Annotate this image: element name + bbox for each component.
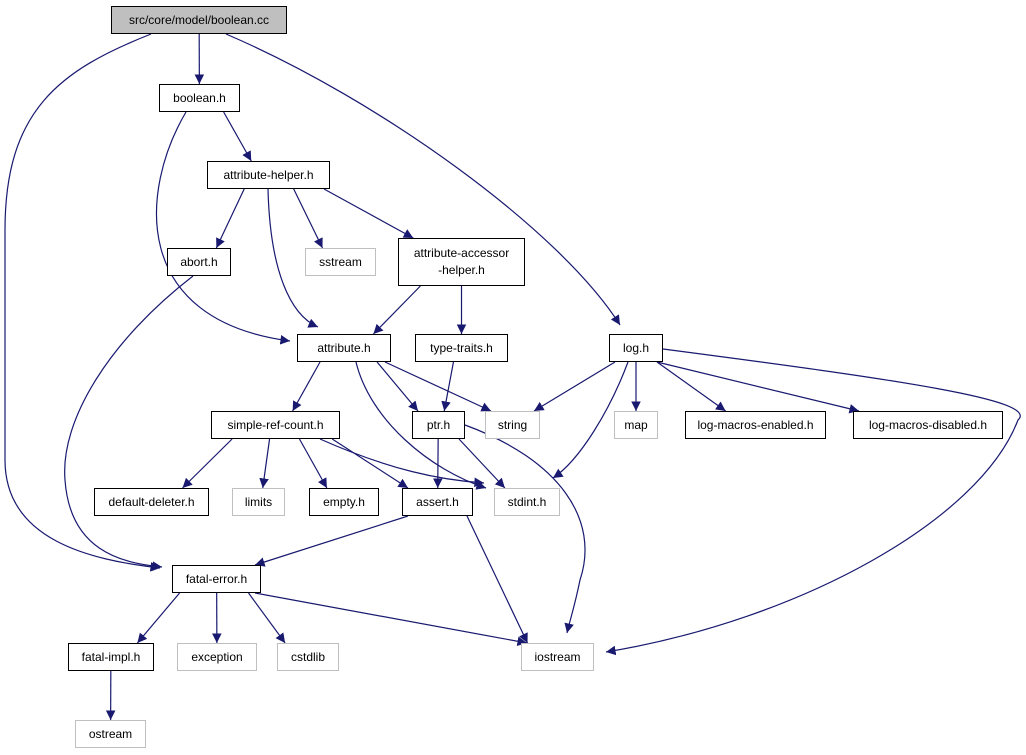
node-label: simple-ref-count.h xyxy=(227,417,324,432)
edge-assert-h-to-fatal-error-h xyxy=(254,515,409,567)
node-assert-h[interactable]: assert.h xyxy=(402,488,473,516)
edge-attribute-h-to-stdint-h xyxy=(355,361,487,490)
node-label: src/core/model/boolean.cc xyxy=(128,12,270,27)
edge-fatal-error-h-to-cstdlib xyxy=(248,592,286,644)
node-label: cstdlib xyxy=(290,649,325,664)
node-label: limits xyxy=(244,494,273,509)
node-stdint-h: stdint.h xyxy=(494,488,560,516)
node-string: string xyxy=(485,411,540,439)
edge-simple-ref-count-h-to-empty-h xyxy=(298,438,328,489)
node-boolean-h[interactable]: boolean.h xyxy=(159,84,240,112)
node-label: sstream xyxy=(319,254,362,269)
node-simple-ref-count-h[interactable]: simple-ref-count.h xyxy=(211,411,340,439)
node-attribute-h[interactable]: attribute.h xyxy=(297,334,391,362)
edge-ptr-h-to-iostream xyxy=(464,424,586,634)
edge-log-h-to-log-macros-disabled-h xyxy=(656,361,860,414)
node-type-traits-h[interactable]: type-traits.h xyxy=(415,334,508,362)
edge-log-h-to-string xyxy=(533,361,616,412)
edge-simple-ref-count-h-to-assert-h xyxy=(331,438,409,489)
edge-fatal-error-h-to-iostream xyxy=(254,592,528,646)
node-fatal-error-h[interactable]: fatal-error.h xyxy=(172,565,261,593)
node-label: empty.h xyxy=(323,494,365,509)
edge-boolean-cc-to-log-h xyxy=(225,33,621,326)
edge-attribute-accessor-helper-h-to-attribute-h xyxy=(372,285,421,335)
node-log-h[interactable]: log.h xyxy=(609,334,663,362)
edge-simple-ref-count-h-to-default-deleter-h xyxy=(182,438,233,489)
node-ptr-h[interactable]: ptr.h xyxy=(412,411,465,439)
node-label: log.h xyxy=(622,340,650,355)
node-label: log-macros-enabled.h xyxy=(697,417,814,432)
edge-simple-ref-count-h-to-stdint-h xyxy=(319,438,485,488)
edge-attribute-helper-h-to-sstream xyxy=(293,188,324,249)
node-map: map xyxy=(614,411,658,439)
edge-type-traits-h-to-ptr-h xyxy=(441,361,455,412)
node-label: attribute.h xyxy=(317,340,371,355)
node-exception: exception xyxy=(177,643,257,671)
node-fatal-impl-h[interactable]: fatal-impl.h xyxy=(68,643,154,671)
node-label: ptr.h xyxy=(426,417,451,432)
edge-log-h-to-log-macros-enabled-h xyxy=(656,361,726,412)
node-label: fatal-error.h xyxy=(185,571,248,586)
edge-attribute-h-to-ptr-h xyxy=(376,361,419,412)
edge-attribute-helper-h-to-attribute-h xyxy=(267,188,319,328)
node-iostream: iostream xyxy=(521,643,594,671)
node-label: log-macros-disabled.h xyxy=(868,417,988,432)
edge-boolean-cc-to-fatal-error-h xyxy=(4,33,161,572)
node-log-macros-disabled-h[interactable]: log-macros-disabled.h xyxy=(853,411,1003,439)
node-label: fatal-impl.h xyxy=(81,649,141,664)
edge-assert-h-to-iostream xyxy=(466,515,529,644)
edge-log-h-to-iostream xyxy=(605,348,1021,656)
node-label: attribute-helper.h xyxy=(223,167,314,182)
edge-attribute-h-to-simple-ref-count-h xyxy=(292,361,321,412)
node-boolean-cc[interactable]: src/core/model/boolean.cc xyxy=(111,6,287,34)
edge-simple-ref-count-h-to-limits xyxy=(259,438,271,489)
edge-ptr-h-to-stdint-h xyxy=(458,438,506,489)
node-label: exception xyxy=(191,649,243,664)
node-ostream: ostream xyxy=(75,720,146,748)
node-label: abort.h xyxy=(180,254,218,269)
edge-boolean-h-to-attribute-h xyxy=(156,111,291,345)
node-label: attribute-accessor -helper.h xyxy=(413,246,510,277)
node-sstream: sstream xyxy=(305,248,376,276)
node-attribute-accessor-helper-h[interactable]: attribute-accessor -helper.h xyxy=(398,238,525,286)
edge-attribute-h-to-string xyxy=(384,361,492,412)
node-label: iostream xyxy=(534,649,581,664)
edge-attribute-helper-h-to-abort-h xyxy=(215,188,245,249)
node-label: map xyxy=(624,417,648,432)
node-limits: limits xyxy=(232,488,285,516)
node-log-macros-enabled-h[interactable]: log-macros-enabled.h xyxy=(685,411,826,439)
node-label: stdint.h xyxy=(507,494,547,509)
edge-log-h-to-stdint-h xyxy=(552,361,629,479)
node-abort-h[interactable]: abort.h xyxy=(167,248,231,276)
edge-fatal-error-h-to-fatal-impl-h xyxy=(136,592,181,644)
node-label: default-deleter.h xyxy=(108,494,195,509)
node-default-deleter-h[interactable]: default-deleter.h xyxy=(94,488,209,516)
edge-boolean-h-to-attribute-helper-h xyxy=(223,111,252,162)
node-label: assert.h xyxy=(416,494,459,509)
node-attribute-helper-h[interactable]: attribute-helper.h xyxy=(207,161,330,189)
node-label: type-traits.h xyxy=(430,340,493,355)
node-cstdlib: cstdlib xyxy=(277,643,339,671)
node-label: ostream xyxy=(88,726,133,741)
node-label: boolean.h xyxy=(173,90,226,105)
node-label: string xyxy=(497,417,528,432)
edge-abort-h-to-fatal-error-h xyxy=(64,275,194,571)
edge-attribute-helper-h-to-attribute-accessor-helper-h xyxy=(323,188,414,239)
node-empty-h[interactable]: empty.h xyxy=(309,488,379,516)
